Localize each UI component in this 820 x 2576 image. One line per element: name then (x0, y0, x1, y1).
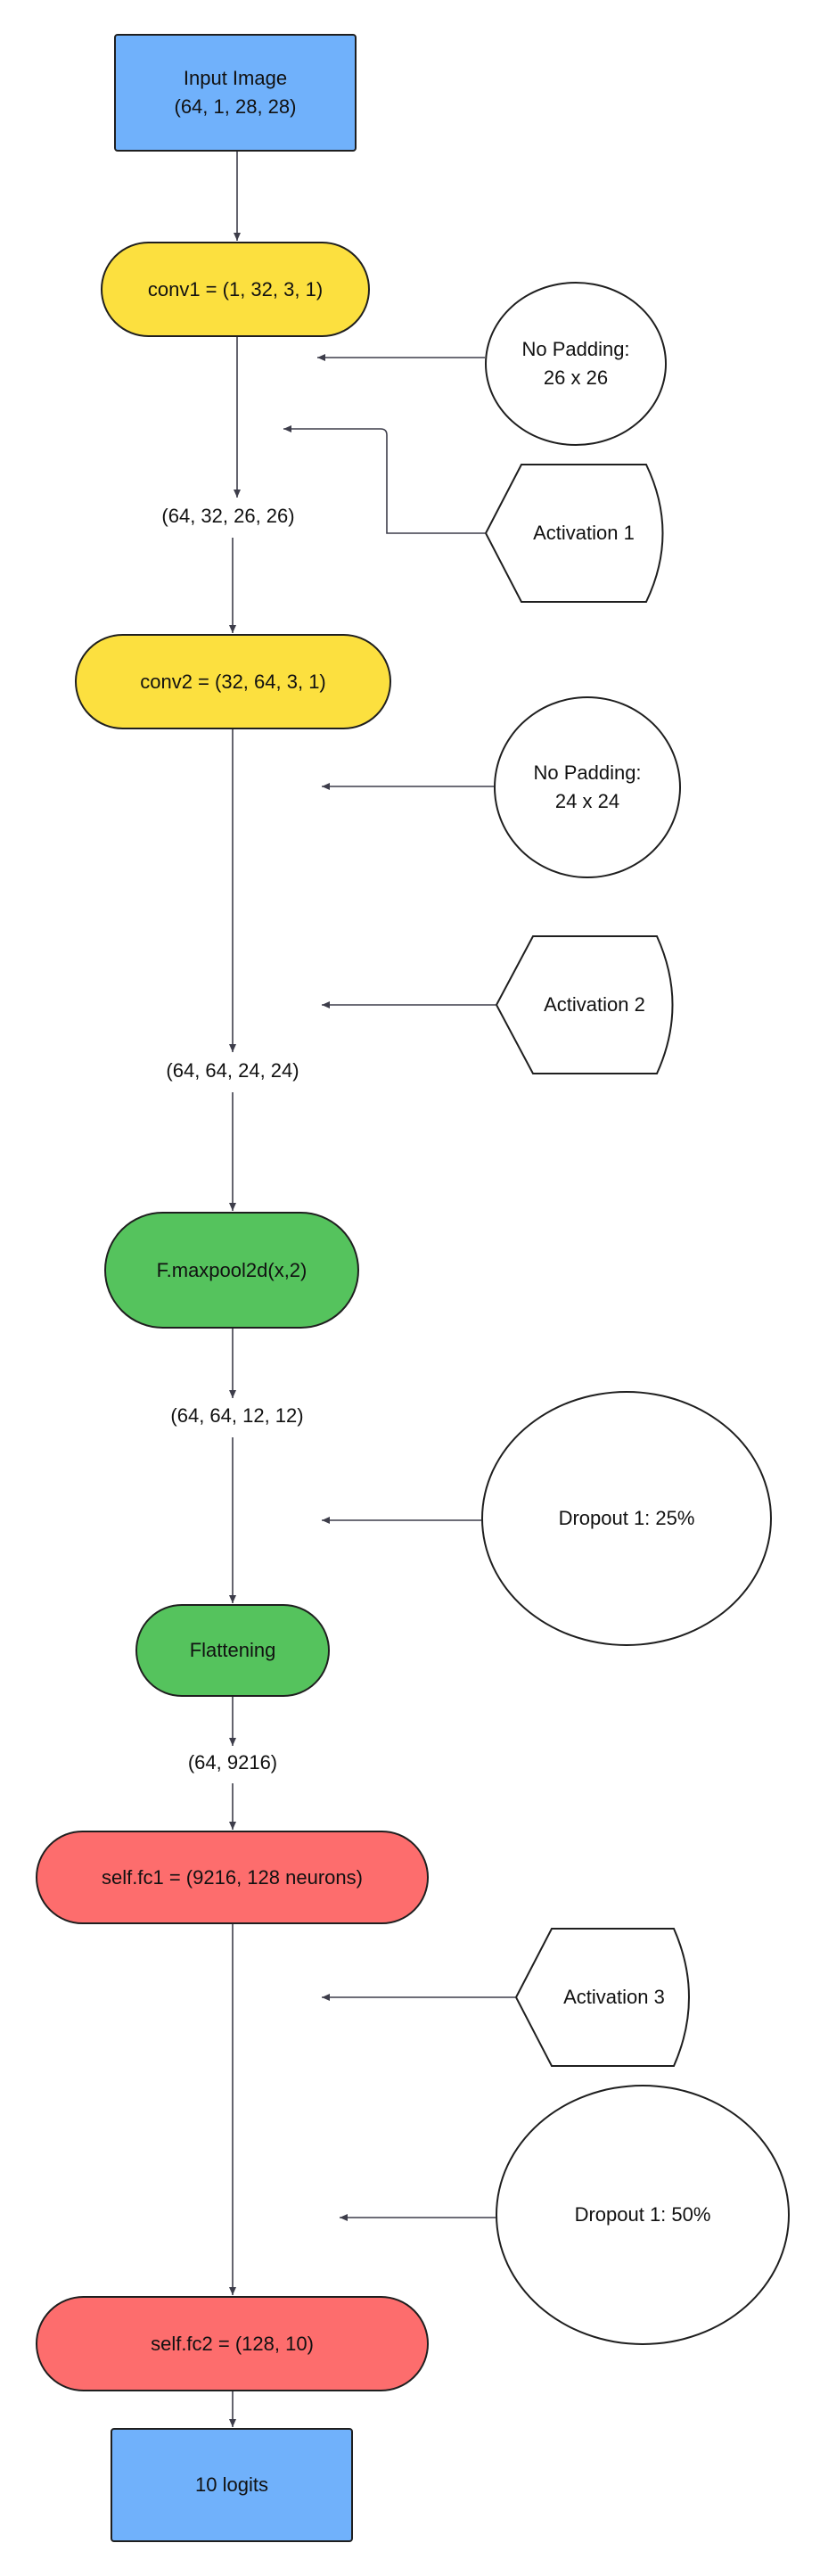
input-image-node: Input Image (64, 1, 28, 28) (114, 34, 357, 152)
activation-3-label: Activation 3 (563, 1986, 665, 2008)
fc1-label: self.fc1 = (9216, 128 neurons) (102, 1865, 363, 1889)
shape-label-after-conv1: (64, 32, 26, 26) (139, 505, 317, 528)
logits-label: 10 logits (195, 2473, 268, 2497)
conv2-node: conv2 = (32, 64, 3, 1) (75, 634, 391, 729)
activation-1-shape (484, 464, 664, 603)
shape-label-after-conv2: (64, 64, 24, 24) (144, 1059, 322, 1082)
logits-node: 10 logits (111, 2428, 353, 2542)
arrow-activation-1 (283, 425, 485, 534)
conv2-label: conv2 = (32, 64, 3, 1) (140, 670, 326, 693)
activation-1-text: Activation 1 (512, 465, 655, 602)
dropout-1-circle: Dropout 1: 25% (481, 1391, 772, 1646)
flattening-node: Flattening (135, 1604, 330, 1697)
activation-3-shape (514, 1928, 690, 2067)
activation-2-label: Activation 2 (544, 993, 645, 1016)
fc2-node: self.fc2 = (128, 10) (36, 2296, 429, 2391)
dropout-2-circle: Dropout 1: 50% (496, 2085, 790, 2345)
maxpool-label: F.maxpool2d(x,2) (156, 1258, 308, 1281)
activation-2-shape (495, 935, 674, 1074)
flattening-label: Flattening (189, 1639, 276, 1662)
activation-3-text: Activation 3 (543, 1929, 685, 2066)
dropout-2-label: Dropout 1: 50% (574, 2203, 711, 2226)
conv1-label: conv1 = (1, 32, 3, 1) (147, 277, 324, 300)
no-padding-2-label: No Padding: 24 x 24 (533, 761, 642, 812)
no-padding-2-circle: No Padding: 24 x 24 (494, 696, 681, 878)
shape-label-after-pool: (64, 64, 12, 12) (148, 1404, 326, 1428)
no-padding-1-label: No Padding: 26 x 26 (521, 338, 630, 389)
activation-2-text: Activation 2 (523, 936, 666, 1074)
fc1-node: self.fc1 = (9216, 128 neurons) (36, 1831, 429, 1924)
no-padding-1-circle: No Padding: 26 x 26 (485, 282, 667, 446)
activation-1-label: Activation 1 (533, 522, 635, 544)
input-image-label: Input Image (64, 1, 28, 28) (174, 67, 297, 118)
dropout-1-label: Dropout 1: 25% (558, 1507, 695, 1530)
conv1-node: conv1 = (1, 32, 3, 1) (101, 242, 370, 337)
maxpool-node: F.maxpool2d(x,2) (104, 1212, 359, 1329)
fc2-label: self.fc2 = (128, 10) (151, 2332, 314, 2355)
shape-label-after-flatten: (64, 9216) (166, 1751, 299, 1774)
